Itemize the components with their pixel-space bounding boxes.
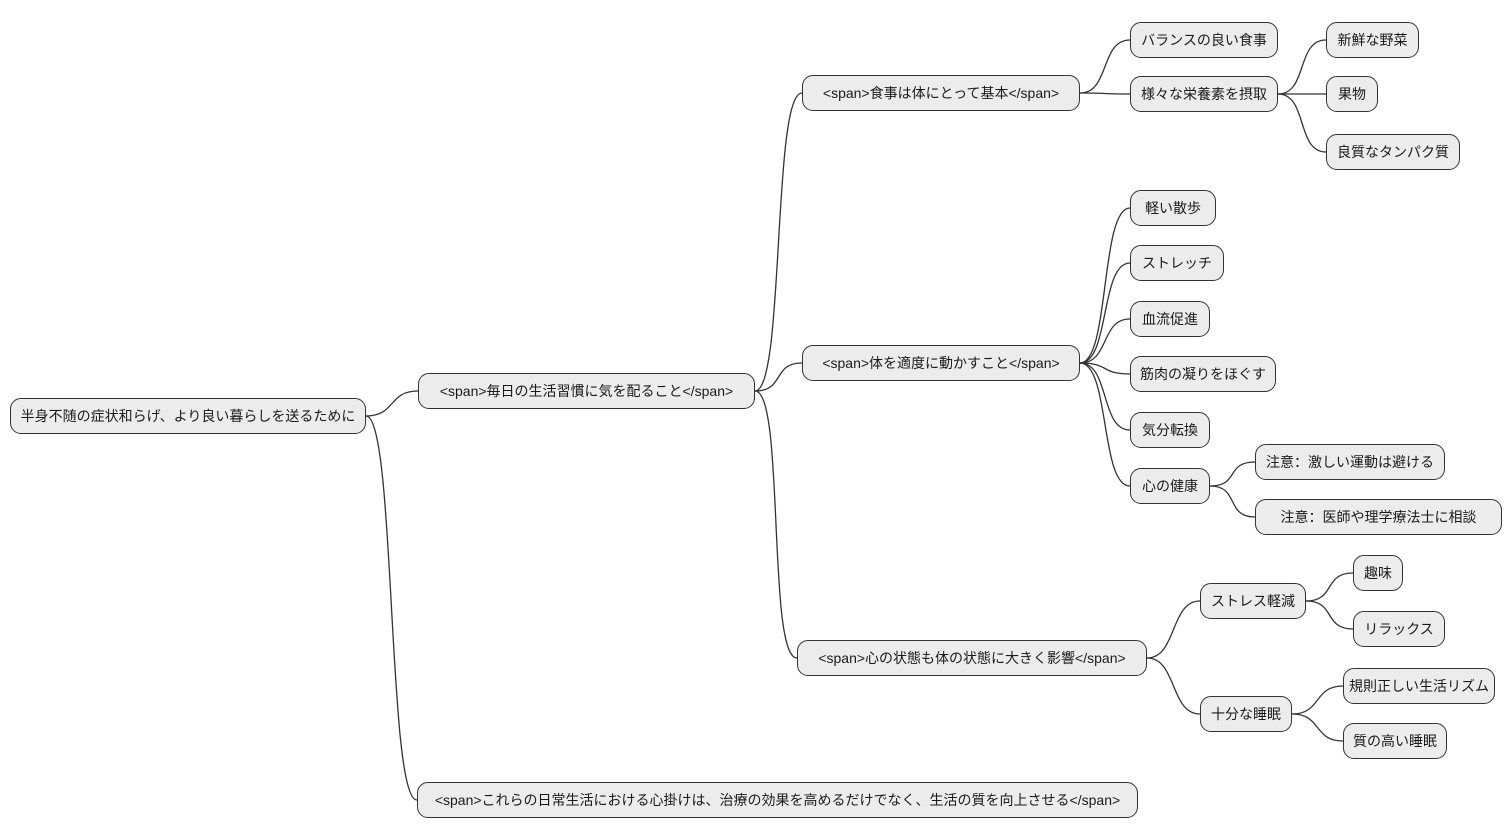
edge-mind-affects-body-enough-sleep — [1146, 657, 1201, 715]
node-blood-circulation: 血流促進 — [1130, 301, 1210, 337]
edge-varied-nutrients-fresh-vegetables — [1277, 39, 1327, 95]
node-hobbies: 趣味 — [1353, 555, 1403, 591]
node-fruits: 果物 — [1326, 76, 1378, 112]
edge-enough-sleep-quality-sleep — [1291, 713, 1344, 742]
node-light-walk: 軽い散歩 — [1130, 190, 1216, 226]
edge-daily-habits-moderate-exercise — [754, 362, 803, 392]
node-caution-avoid-intense: 注意：激しい運動は避ける — [1255, 444, 1445, 480]
edge-moderate-exercise-mental-health — [1079, 362, 1131, 487]
edge-enough-sleep-regular-rhythm — [1291, 685, 1344, 715]
node-quality-protein: 良質なタンパク質 — [1326, 134, 1460, 170]
edge-mental-health-caution-avoid-intense — [1209, 461, 1256, 487]
node-conclusion: <span>これらの日常生活における心掛けは、治療の効果を高めるだけでなく、生活… — [417, 782, 1138, 818]
node-caution-consult: 注意：医師や理学療法士に相談 — [1255, 499, 1502, 535]
edge-daily-habits-mind-affects-body — [754, 390, 798, 659]
node-stretching: ストレッチ — [1130, 245, 1224, 281]
edge-mind-affects-body-stress-reduction — [1146, 600, 1201, 659]
edge-stress-reduction-hobbies — [1305, 572, 1354, 602]
edge-moderate-exercise-blood-circulation — [1079, 318, 1131, 364]
node-food-basics: <span>食事は体にとって基本</span> — [802, 75, 1080, 111]
edge-stress-reduction-relaxation — [1305, 600, 1354, 630]
node-relaxation: リラックス — [1353, 611, 1445, 647]
node-regular-rhythm: 規則正しい生活リズム — [1343, 668, 1495, 704]
node-mental-health: 心の健康 — [1130, 468, 1210, 504]
node-varied-nutrients: 様々な栄養素を摂取 — [1130, 76, 1278, 112]
node-fresh-vegetables: 新鮮な野菜 — [1326, 22, 1419, 58]
node-enough-sleep: 十分な睡眠 — [1200, 696, 1292, 732]
edge-root-conclusion — [365, 415, 418, 801]
node-quality-sleep: 質の高い睡眠 — [1343, 723, 1447, 759]
node-root: 半身不随の症状和らげ、より良い暮らしを送るために — [10, 398, 366, 434]
node-balanced-diet: バランスの良い食事 — [1130, 22, 1278, 58]
node-mood-change: 気分転換 — [1130, 412, 1210, 448]
edge-mental-health-caution-consult — [1209, 485, 1256, 518]
edge-moderate-exercise-loosen-muscles — [1079, 362, 1131, 375]
node-daily-habits: <span>毎日の生活習慣に気を配ること</span> — [418, 373, 755, 409]
node-loosen-muscles: 筋肉の凝りをほぐす — [1130, 356, 1276, 392]
edge-food-basics-varied-nutrients — [1079, 92, 1131, 95]
node-stress-reduction: ストレス軽減 — [1200, 583, 1306, 619]
edge-root-daily-habits — [365, 390, 419, 417]
edge-moderate-exercise-light-walk — [1079, 207, 1131, 364]
edge-daily-habits-food-basics — [754, 92, 803, 392]
node-mind-affects-body: <span>心の状態も体の状態に大きく影響</span> — [797, 640, 1147, 676]
edge-varied-nutrients-quality-protein — [1277, 93, 1327, 153]
edge-food-basics-balanced-diet — [1079, 39, 1131, 94]
node-moderate-exercise: <span>体を適度に動かすこと</span> — [802, 345, 1080, 381]
edge-moderate-exercise-mood-change — [1079, 362, 1131, 431]
edge-moderate-exercise-stretching — [1079, 262, 1131, 364]
